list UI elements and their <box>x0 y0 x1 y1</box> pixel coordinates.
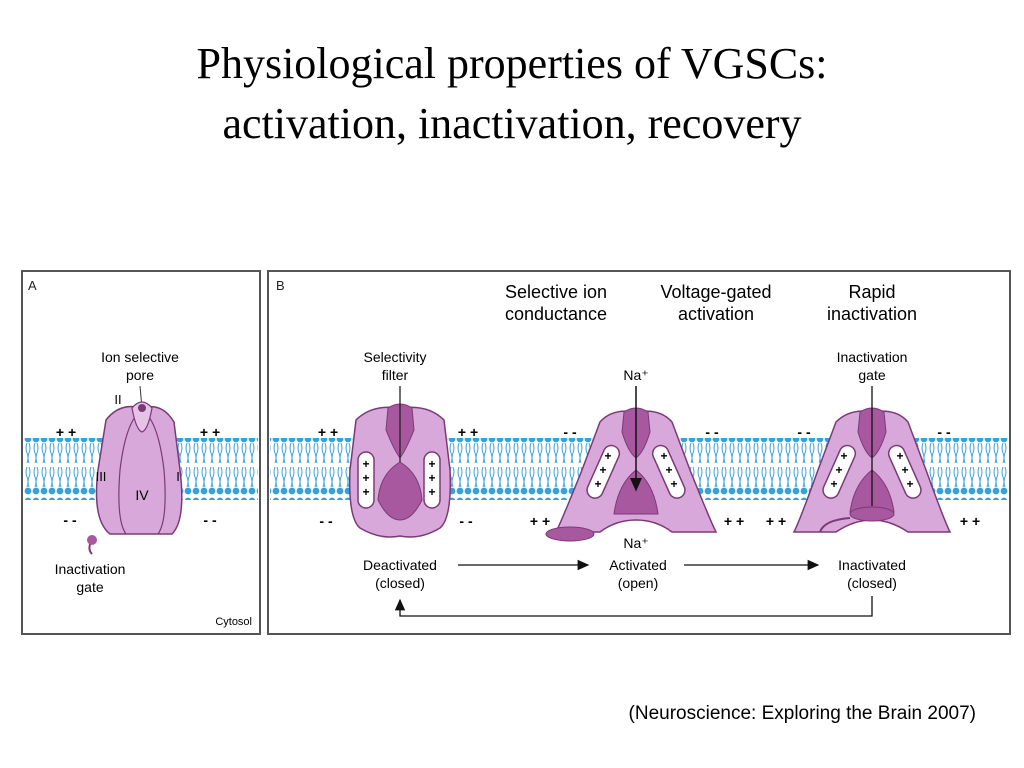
a-gate-label-line-1: Inactivation <box>55 561 126 577</box>
pore-label-line-2: pore <box>126 367 154 383</box>
sensor-charge: + <box>906 477 913 491</box>
a-charge-top-right: + + <box>200 424 220 440</box>
a-charge-top-left: + + <box>56 424 76 440</box>
b-charge-top: - - <box>937 424 951 440</box>
panel-b: B Selective ion conductance Voltage-gate… <box>267 270 1011 635</box>
selectivity-filter-line-1: Selectivity <box>363 349 426 365</box>
sensor-charge: + <box>670 477 677 491</box>
cytosol-label: Cytosol <box>215 616 252 628</box>
header-1-line-2: conductance <box>505 304 607 324</box>
selectivity-filter-line-2: filter <box>382 367 409 383</box>
b-charge-top: + + <box>318 424 338 440</box>
domain-label-i: I <box>176 469 180 484</box>
arrow-recovery <box>394 596 873 617</box>
state-deactivated-line-1: Deactivated <box>363 557 437 573</box>
state-inactivated-line-1: Inactivated <box>838 557 906 573</box>
channel-activated <box>545 386 718 542</box>
channel-inactivated <box>792 386 952 533</box>
sensor-charge: + <box>594 477 601 491</box>
header-3-line-1: Rapid <box>848 282 895 302</box>
header-3-line-2: inactivation <box>827 304 917 324</box>
a-charge-bottom-left: - - <box>63 512 77 528</box>
sensor-charge: + <box>604 449 611 463</box>
inactivation-gate-line-2: gate <box>858 367 885 383</box>
state-deactivated-line-2: (closed) <box>375 575 425 591</box>
channel-deactivated <box>348 386 452 538</box>
state-activated-line-2: (open) <box>618 575 658 591</box>
inactivation-gate-line-1: Inactivation <box>837 349 908 365</box>
panel-a: A Ion selective pore II III IV I + + + +… <box>21 270 261 635</box>
b-charge-bottom: - - <box>319 513 333 529</box>
title-line-1: Physiological properties of VGSCs: <box>196 39 828 88</box>
sensor-charge: + <box>665 463 672 477</box>
state-activated-line-1: Activated <box>609 557 667 573</box>
b-charge-bottom: + + <box>724 513 744 529</box>
title-line-2: activation, inactivation, recovery <box>222 99 802 148</box>
state-inactivated-line-2: (closed) <box>847 575 897 591</box>
sensor-charge: + <box>840 449 847 463</box>
panel-b-letter: B <box>276 278 285 293</box>
sensor-charge: + <box>428 471 435 485</box>
b-charge-top: - - <box>563 424 577 440</box>
b-charge-top: + + <box>458 424 478 440</box>
header-2-line-1: Voltage-gated <box>660 282 771 302</box>
slide-title: Physiological properties of VGSCs: activ… <box>0 34 1024 154</box>
domain-label-iii: III <box>96 469 107 484</box>
sensor-charge: + <box>362 457 369 471</box>
sensor-charge: + <box>362 485 369 499</box>
sensor-charge: + <box>835 463 842 477</box>
channel-a <box>87 401 183 555</box>
sensor-charge: + <box>660 449 667 463</box>
citation: (Neuroscience: Exploring the Brain 2007) <box>628 703 976 724</box>
sensor-charge: + <box>896 449 903 463</box>
sensor-charge: + <box>830 477 837 491</box>
na-top-label: Na⁺ <box>623 367 648 383</box>
domain-label-ii: II <box>114 392 121 407</box>
sensor-charge: + <box>901 463 908 477</box>
a-gate-label-line-2: gate <box>76 579 103 595</box>
sensor-charge: + <box>362 471 369 485</box>
b-charge-top: - - <box>797 424 811 440</box>
b-charge-bottom: + + <box>766 513 786 529</box>
sensor-charge: + <box>428 457 435 471</box>
a-charge-bottom-right: - - <box>203 512 217 528</box>
panel-a-letter: A <box>28 278 37 293</box>
b-charge-bottom: - - <box>459 513 473 529</box>
sensor-charge: + <box>599 463 606 477</box>
pore-label-line-1: Ion selective <box>101 349 179 365</box>
header-2-line-2: activation <box>678 304 754 324</box>
b-charge-bottom: + + <box>530 513 550 529</box>
sensor-charge: + <box>428 485 435 499</box>
domain-label-iv: IV <box>135 487 149 503</box>
na-bottom-label: Na⁺ <box>623 535 648 551</box>
b-charge-top: - - <box>705 424 719 440</box>
header-1-line-1: Selective ion <box>505 282 607 302</box>
b-charge-bottom: + + <box>960 513 980 529</box>
